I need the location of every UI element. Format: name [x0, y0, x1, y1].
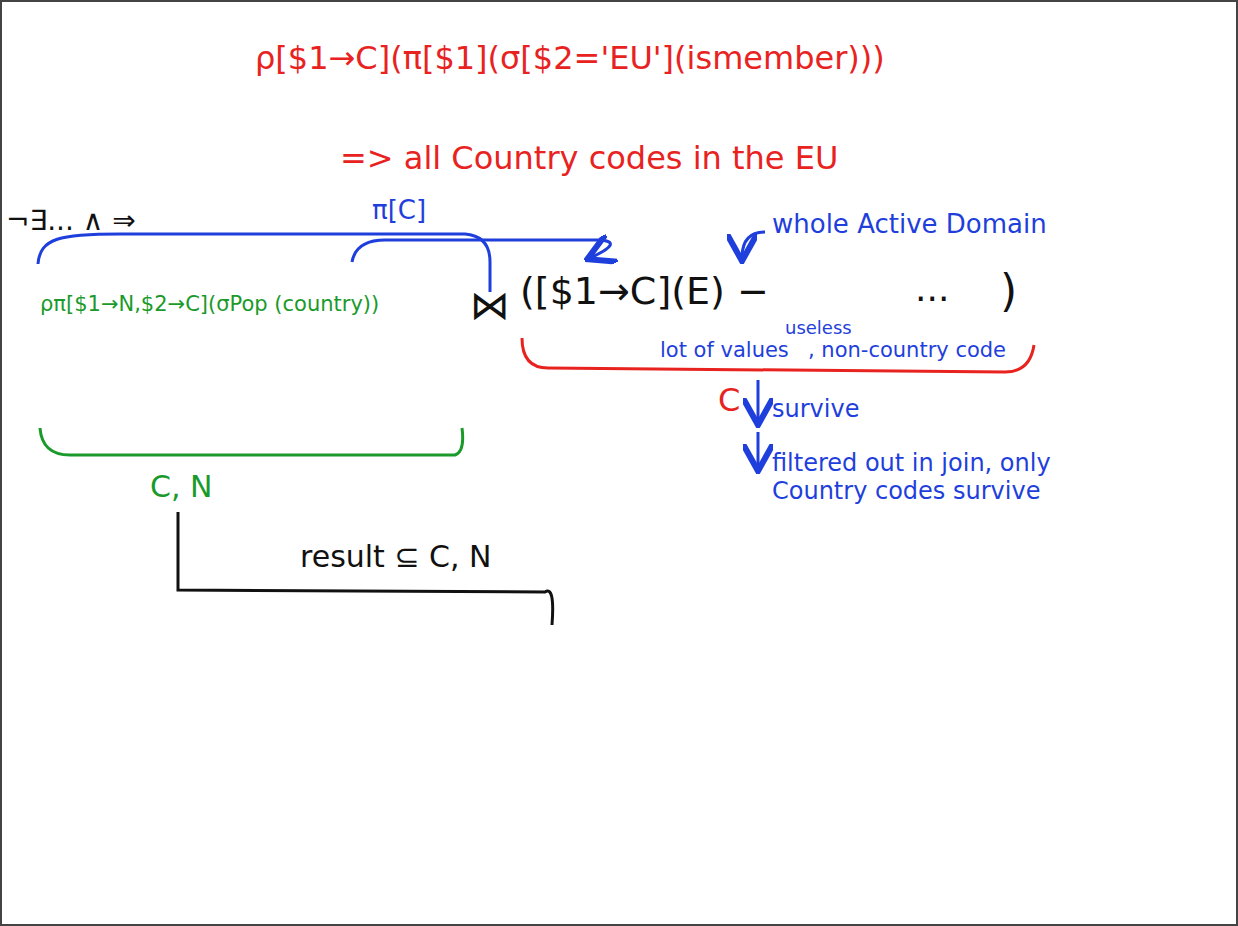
note: result ⊆ C, N [300, 540, 492, 575]
brace [38, 234, 490, 292]
formula: ... [915, 268, 949, 309]
attribute-list: C [718, 382, 740, 419]
formula: ) [1000, 266, 1017, 317]
leader-arrow [742, 232, 765, 258]
note: useless [785, 318, 852, 339]
note: , non-country code [808, 338, 1006, 362]
formula: ρ[$1→C](π[$1](σ[$2='EU'](ismember))) [255, 40, 885, 77]
flow-arrow [757, 380, 760, 422]
bracket [40, 428, 463, 455]
result-line [178, 512, 553, 625]
formula: ρπ[$1→N,$2→C](σPop (country)) [40, 292, 379, 316]
note: filtered out in join, only Country codes… [772, 450, 1112, 505]
formula: π[C] [372, 196, 426, 226]
formula: ([$1→C](E) − [520, 270, 769, 314]
attribute-list: C, N [150, 470, 212, 505]
formula: ¬∃... ∧ ⇒ [6, 205, 136, 237]
brace-arrow [352, 240, 610, 262]
bracket [522, 338, 1034, 372]
note: survive [772, 396, 859, 424]
flow-arrow [757, 432, 760, 468]
note: lot of values [660, 338, 789, 362]
join-symbol: ⋈ [470, 282, 510, 328]
note: whole Active Domain [772, 210, 1047, 240]
note: => all Country codes in the EU [340, 140, 838, 177]
